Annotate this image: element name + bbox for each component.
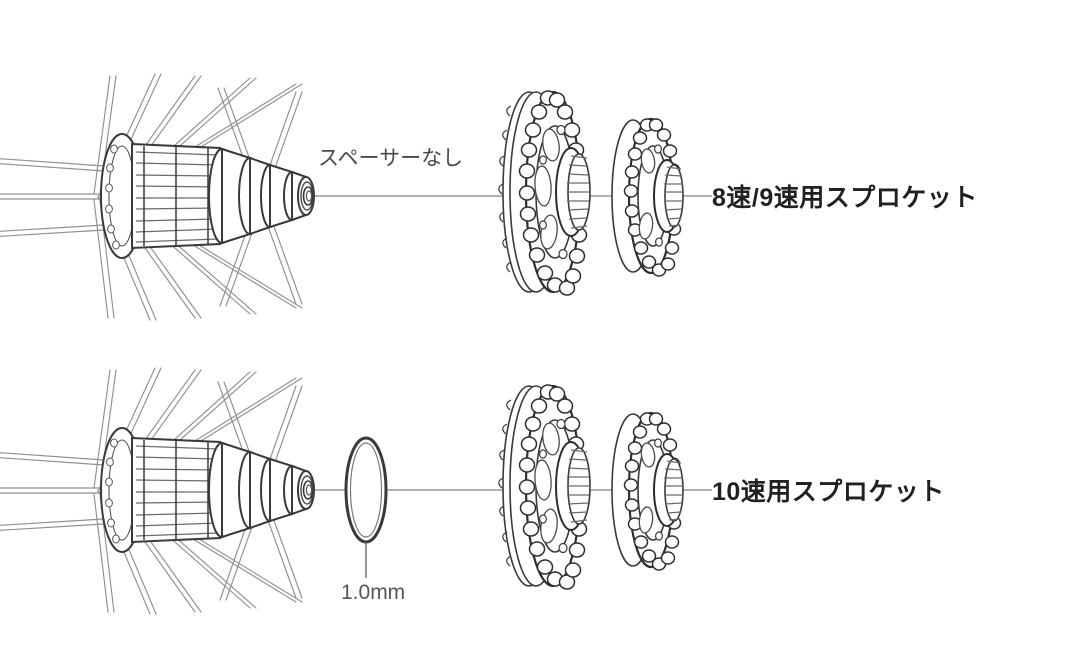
label-spacer-thickness: 1.0mm: [341, 581, 406, 604]
label-sprocket-10-speed: 10速用スプロケット: [712, 478, 945, 506]
label-sprocket-8-9-speed: 8速/9速用スプロケット: [712, 184, 978, 212]
assembly-10-speed: [0, 367, 712, 615]
sprocket-cluster-large-8-9: [497, 89, 592, 297]
label-no-spacer: スペーサーなし: [318, 147, 464, 170]
rear-wheel-hub-8-9: [0, 73, 315, 321]
spacer-ring: [344, 436, 388, 578]
rear-wheel-hub-10: [0, 367, 315, 615]
sprocket-cluster-small-10: [610, 411, 685, 572]
sprocket-cluster-small-8-9: [610, 117, 685, 278]
assembly-8-9-speed: [0, 73, 712, 321]
sprocket-cluster-large-10: [497, 383, 592, 591]
